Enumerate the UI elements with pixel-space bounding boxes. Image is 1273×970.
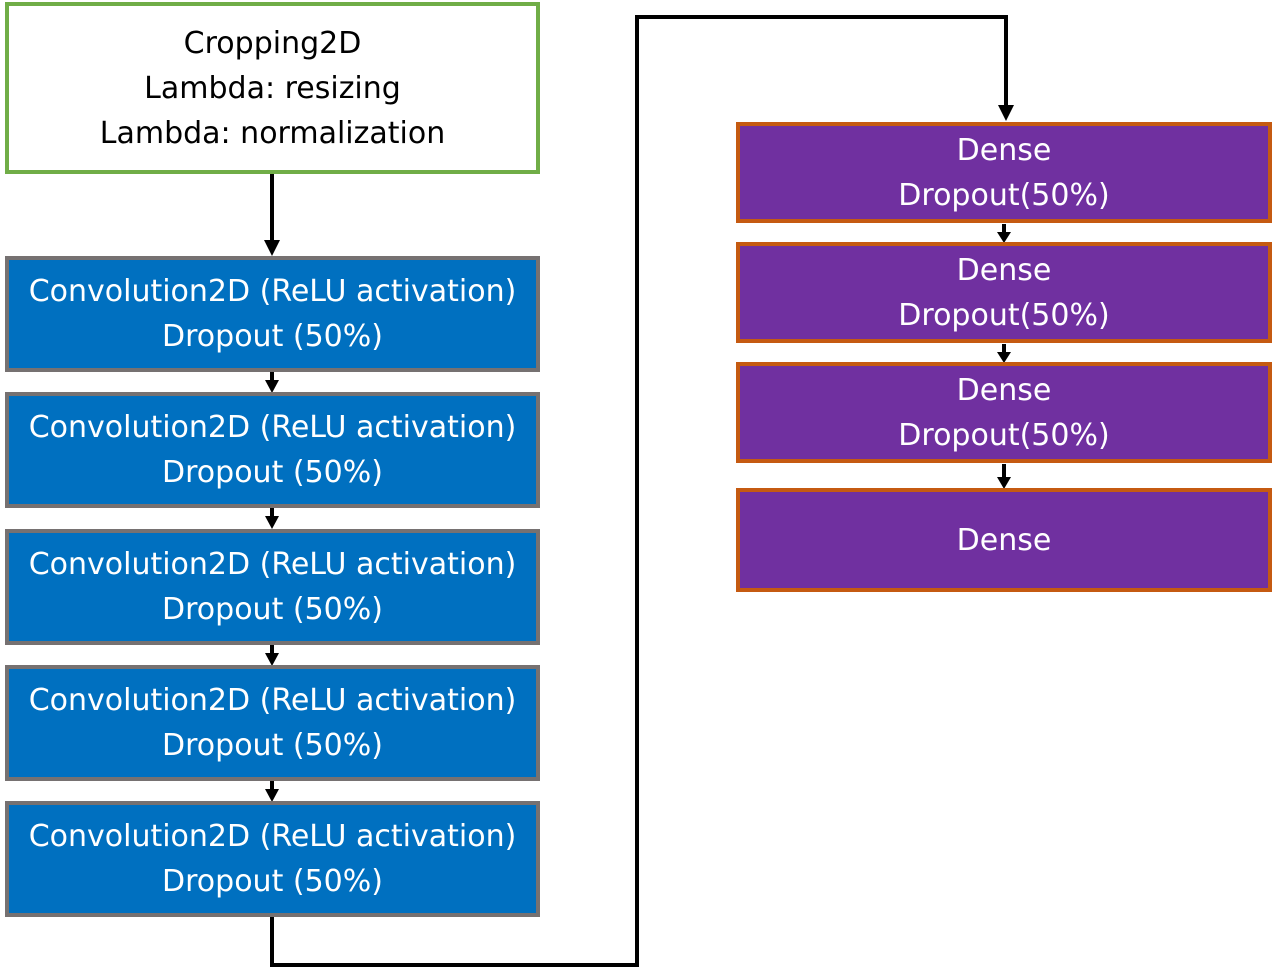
conv-block-5-layer: Convolution2D (ReLU activation)	[28, 819, 517, 854]
conv-block-2: Convolution2D (ReLU activation) Dropout …	[5, 392, 540, 508]
conv-block-4-dropout: Dropout (50%)	[162, 728, 383, 763]
dense-block-2-dropout: Dropout(50%)	[898, 297, 1110, 333]
dense-block-1-layer: Dense	[956, 132, 1052, 168]
arrowhead-conv2-to-conv3	[265, 516, 279, 529]
dense-block-1: Dense Dropout(50%)	[736, 122, 1272, 223]
conv-block-3-layer: Convolution2D (ReLU activation)	[28, 547, 517, 582]
dense-block-2: Dense Dropout(50%)	[736, 242, 1272, 343]
preprocessing-line-3: Lambda: normalization	[99, 115, 446, 151]
conv-block-3-dropout: Dropout (50%)	[162, 592, 383, 627]
dense-block-3-layer: Dense	[956, 372, 1052, 408]
dense-block-1-dropout: Dropout(50%)	[898, 177, 1110, 213]
preprocessing-line-1: Cropping2D	[183, 25, 362, 61]
conv-block-1: Convolution2D (ReLU activation) Dropout …	[5, 256, 540, 372]
arrowhead-pre-to-conv1	[264, 240, 280, 256]
dense-block-3: Dense Dropout(50%)	[736, 362, 1272, 463]
preprocessing-line-2: Lambda: resizing	[144, 70, 401, 106]
conv-block-4-layer: Convolution2D (ReLU activation)	[28, 683, 517, 718]
conv-block-3: Convolution2D (ReLU activation) Dropout …	[5, 529, 540, 645]
dense-block-4: Dense	[736, 488, 1272, 592]
dense-block-3-dropout: Dropout(50%)	[898, 417, 1110, 453]
conv-block-5: Convolution2D (ReLU activation) Dropout …	[5, 801, 540, 917]
dense-block-4-layer: Dense	[956, 522, 1052, 558]
conv-block-2-layer: Convolution2D (ReLU activation)	[28, 410, 517, 445]
preprocessing-block: Cropping2D Lambda: resizing Lambda: norm…	[5, 2, 540, 174]
conv-block-1-dropout: Dropout (50%)	[162, 319, 383, 354]
conv-block-2-dropout: Dropout (50%)	[162, 455, 383, 490]
arrowhead-conv5-to-dense1	[998, 105, 1014, 121]
conv-block-1-layer: Convolution2D (ReLU activation)	[28, 274, 517, 309]
conv-block-4: Convolution2D (ReLU activation) Dropout …	[5, 665, 540, 781]
conv-block-5-dropout: Dropout (50%)	[162, 864, 383, 899]
dense-block-2-layer: Dense	[956, 252, 1052, 288]
